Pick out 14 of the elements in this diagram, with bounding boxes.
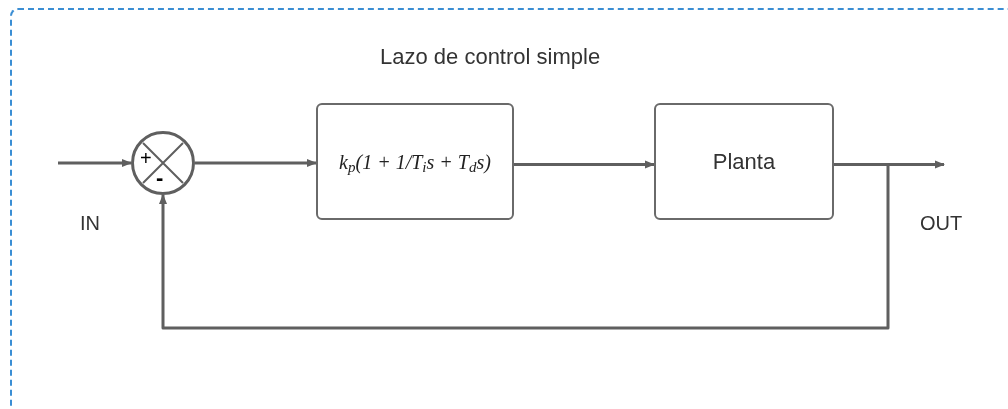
signal-label: OUT — [920, 211, 963, 236]
arrow — [514, 160, 655, 169]
plus-sign: + — [140, 148, 152, 168]
frame-label: Lazo de control simple — [380, 43, 601, 71]
box-label: Planta — [712, 148, 776, 176]
signal-label: IN — [80, 211, 100, 236]
arrow — [58, 159, 132, 167]
arrow — [195, 159, 317, 167]
transfer-function: k$_{p}$(1 + 1/T$_{i}$s + T$_{d}$s) — [339, 149, 491, 177]
arrow — [159, 163, 890, 330]
minus-sign: - — [156, 167, 164, 189]
summing-junction — [131, 131, 195, 195]
process-box — [654, 103, 834, 220]
process-box — [316, 103, 514, 220]
